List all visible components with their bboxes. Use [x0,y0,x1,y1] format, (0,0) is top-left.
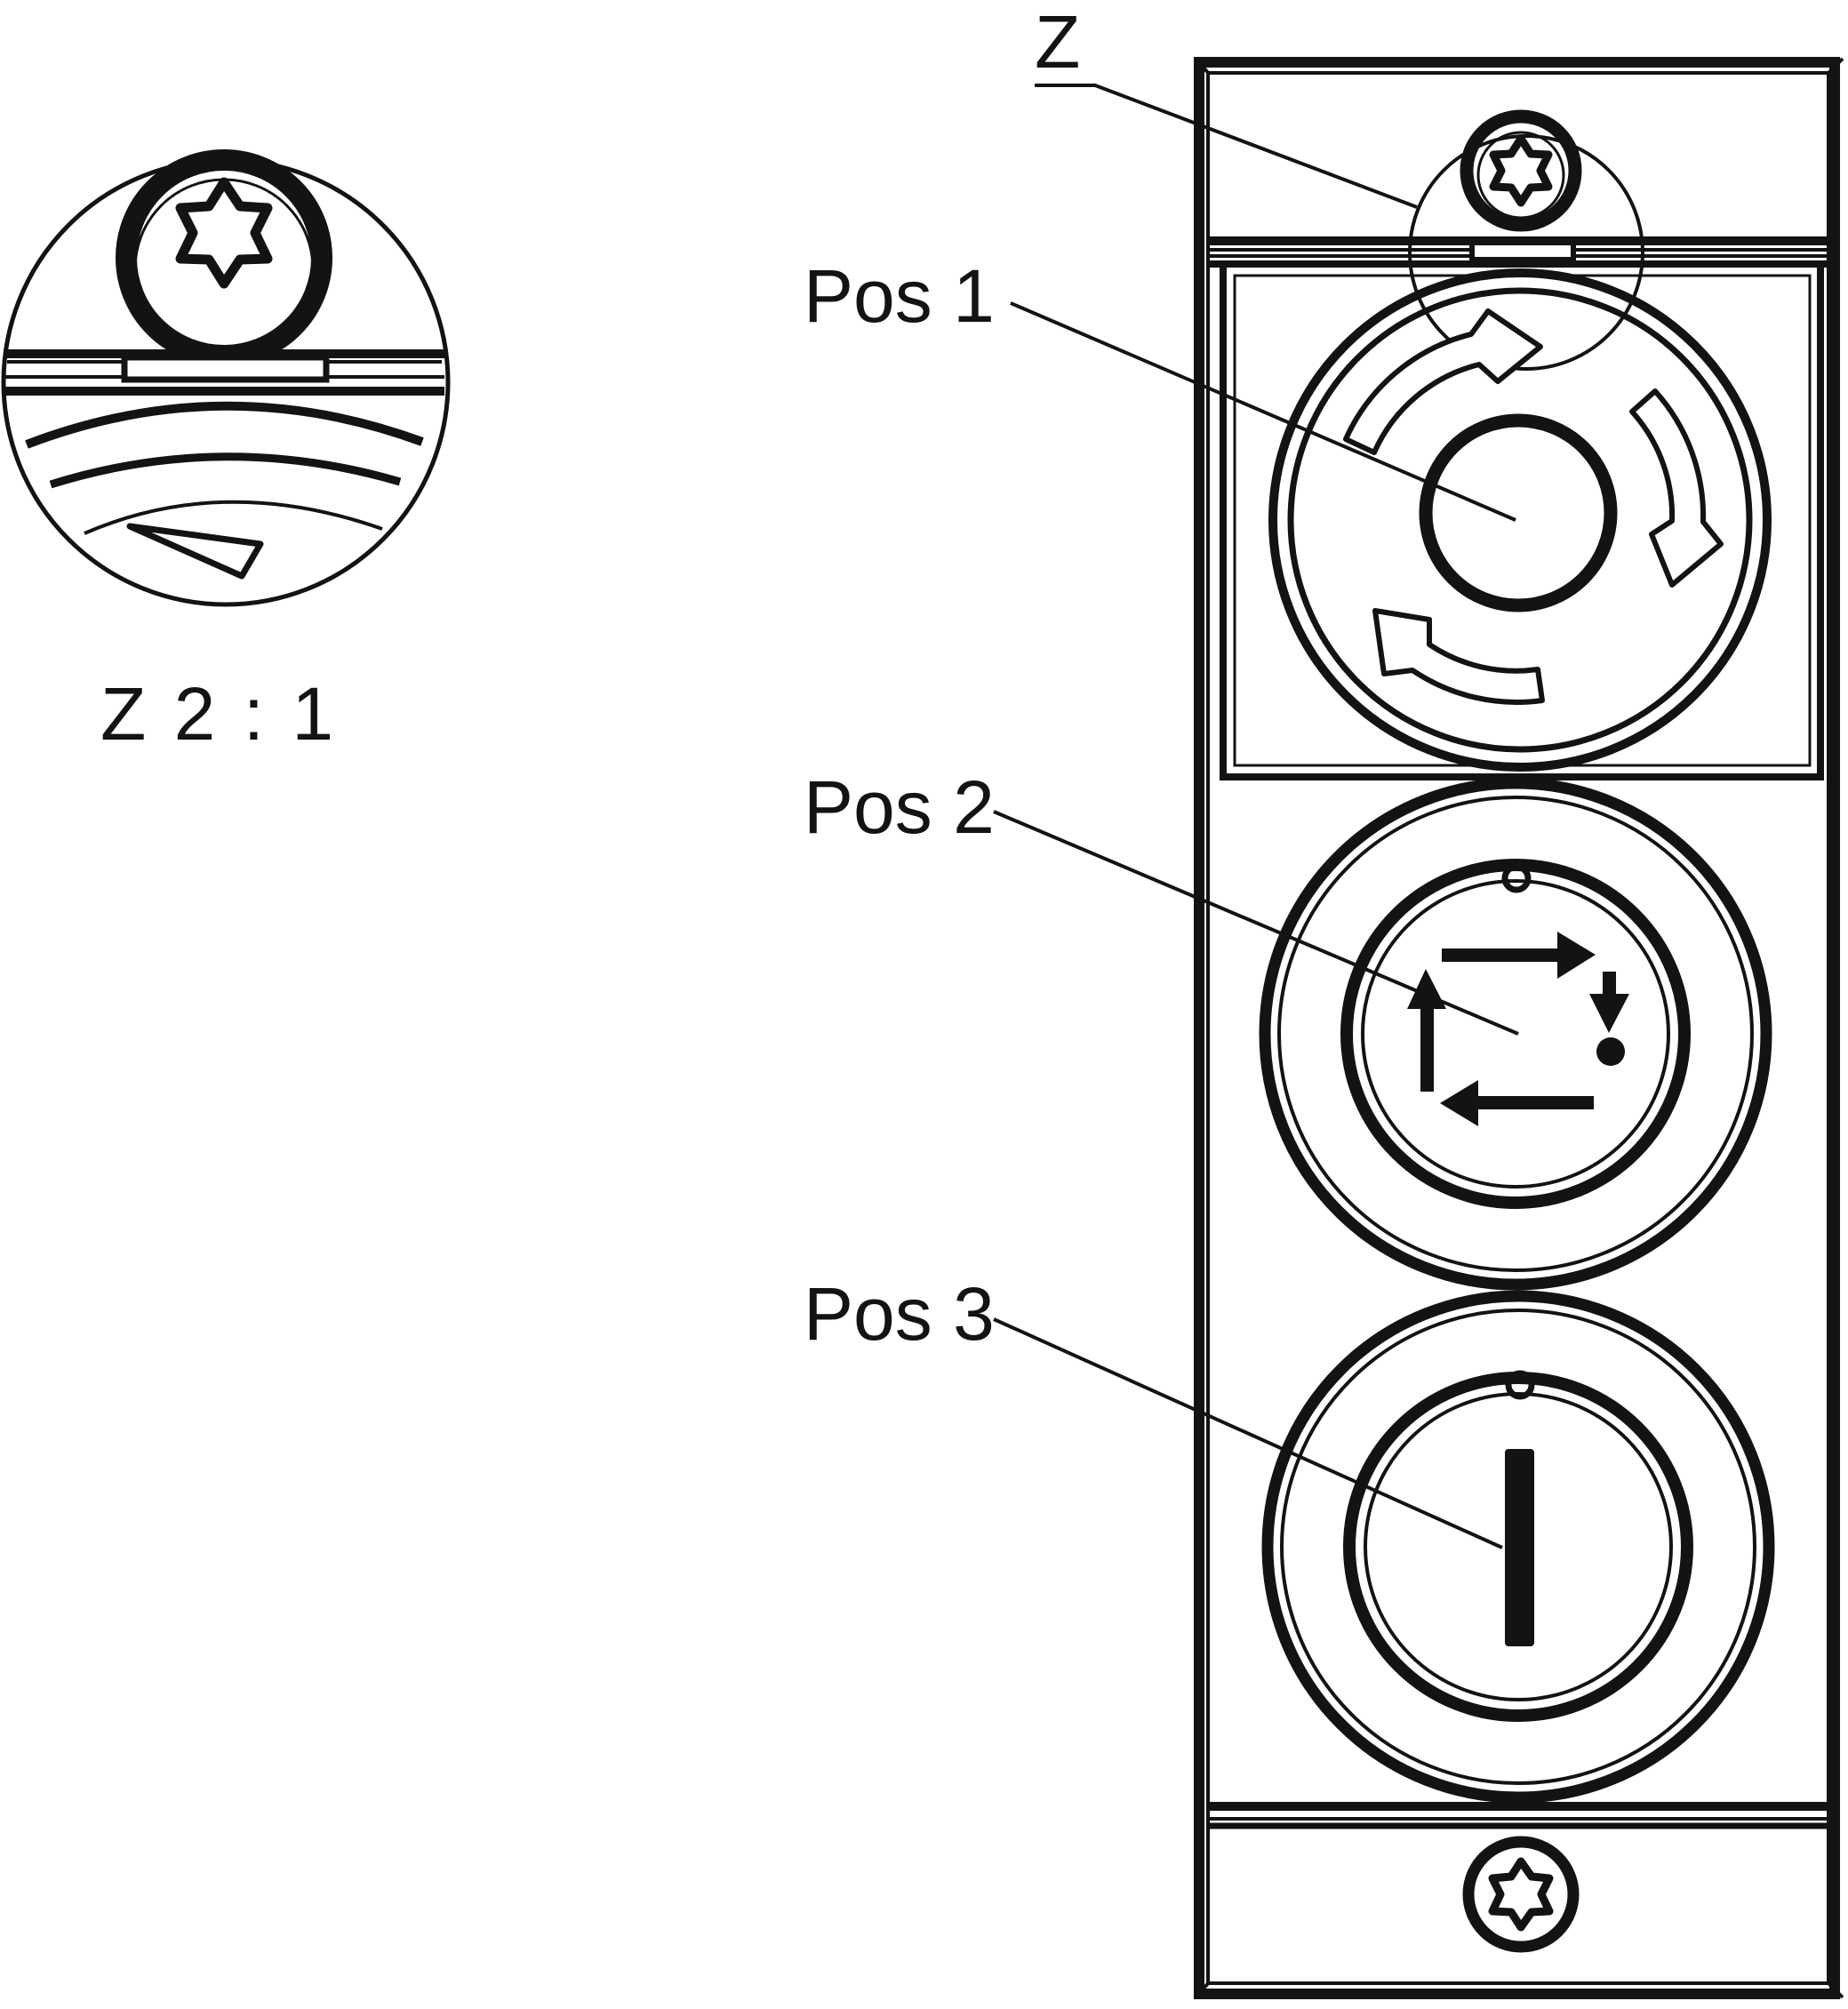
loop-bottom-shaft [1478,1096,1594,1109]
detail-z-indicator-circle [1408,134,1644,371]
pos2-index-dot [1501,863,1532,893]
label-pos1: Pos 1 [804,254,995,338]
arrow-band-arc [84,500,383,535]
pos3-bezel-inner [1280,1309,1756,1785]
pos2-bezel-outer [1259,777,1772,1291]
loop-left-shaft [1420,1007,1434,1092]
label-z: Z [1035,0,1080,84]
loop-top-shaft [1442,948,1557,962]
estop-subpanel [1220,260,1824,780]
pos2-bezel-inner [1277,796,1754,1272]
label-detail-scale: Z 2 : 1 [100,672,337,756]
panel-corner-bevels [1194,57,1844,1999]
loop-top-arrowhead [1557,932,1596,979]
leader-pos3 [993,1317,1503,1549]
detail-seam [3,349,444,396]
estop-collar-inner [1287,287,1753,753]
pos3-index-dot [1505,1370,1535,1400]
cycle-loop-glyph [1407,932,1629,1126]
loop-right-shaft [1603,972,1616,994]
screw-head-ring [1460,109,1582,232]
emergency-stop-icon [1220,260,1824,780]
label-pos2: Pos 2 [804,765,995,849]
estop-collar-outer [1268,268,1772,772]
loop-end-dot [1596,1037,1625,1066]
arrow-tip-wedge [126,523,264,580]
panel-inner-frame [1206,71,1830,1985]
rotate-arrow-bottom [1372,608,1545,705]
power-on-icon [1261,1290,1775,1804]
screw-chamfer [1476,131,1565,220]
torx-screw-icon [1460,109,1582,232]
leader-lines [993,84,1519,1549]
loop-bottom-arrowhead [1440,1080,1478,1126]
rotate-arrow-right [1629,388,1724,588]
estop-mushroom-head [1419,413,1618,612]
auto-cycle-icon [1259,777,1772,1291]
pos3-bezel-outer [1261,1290,1775,1804]
leader-z [1035,84,1418,209]
detail-collar-arcs [25,401,424,580]
collar-arc-inner [49,452,402,489]
seam-latch-tab [121,354,330,383]
loop-right-arrowhead [1589,994,1629,1033]
rotate-arrow-top [1343,308,1543,455]
power-i-bar [1505,1449,1534,1646]
panel-outer-frame [1194,57,1840,1999]
seam-latch-tab [1469,240,1576,262]
pos2-button-face [1361,879,1670,1189]
collar-arc-outer [25,401,424,449]
torx-recess [175,177,273,289]
torx-screw-magnified-icon [116,149,332,366]
torx-recess [1489,134,1553,207]
control-panel [1194,57,1844,1999]
detail-view-z [1,149,451,607]
panel-bottom-seam [1208,1802,1828,1829]
screw-head-ring [1462,1836,1580,1953]
leader-pos1 [1010,301,1516,522]
torx-screw-icon [1462,1836,1580,1953]
pos3-button-ring [1343,1372,1693,1722]
torx-recess [1488,1857,1554,1932]
label-pos3: Pos 3 [804,1272,995,1356]
leader-pos2 [993,810,1519,1036]
